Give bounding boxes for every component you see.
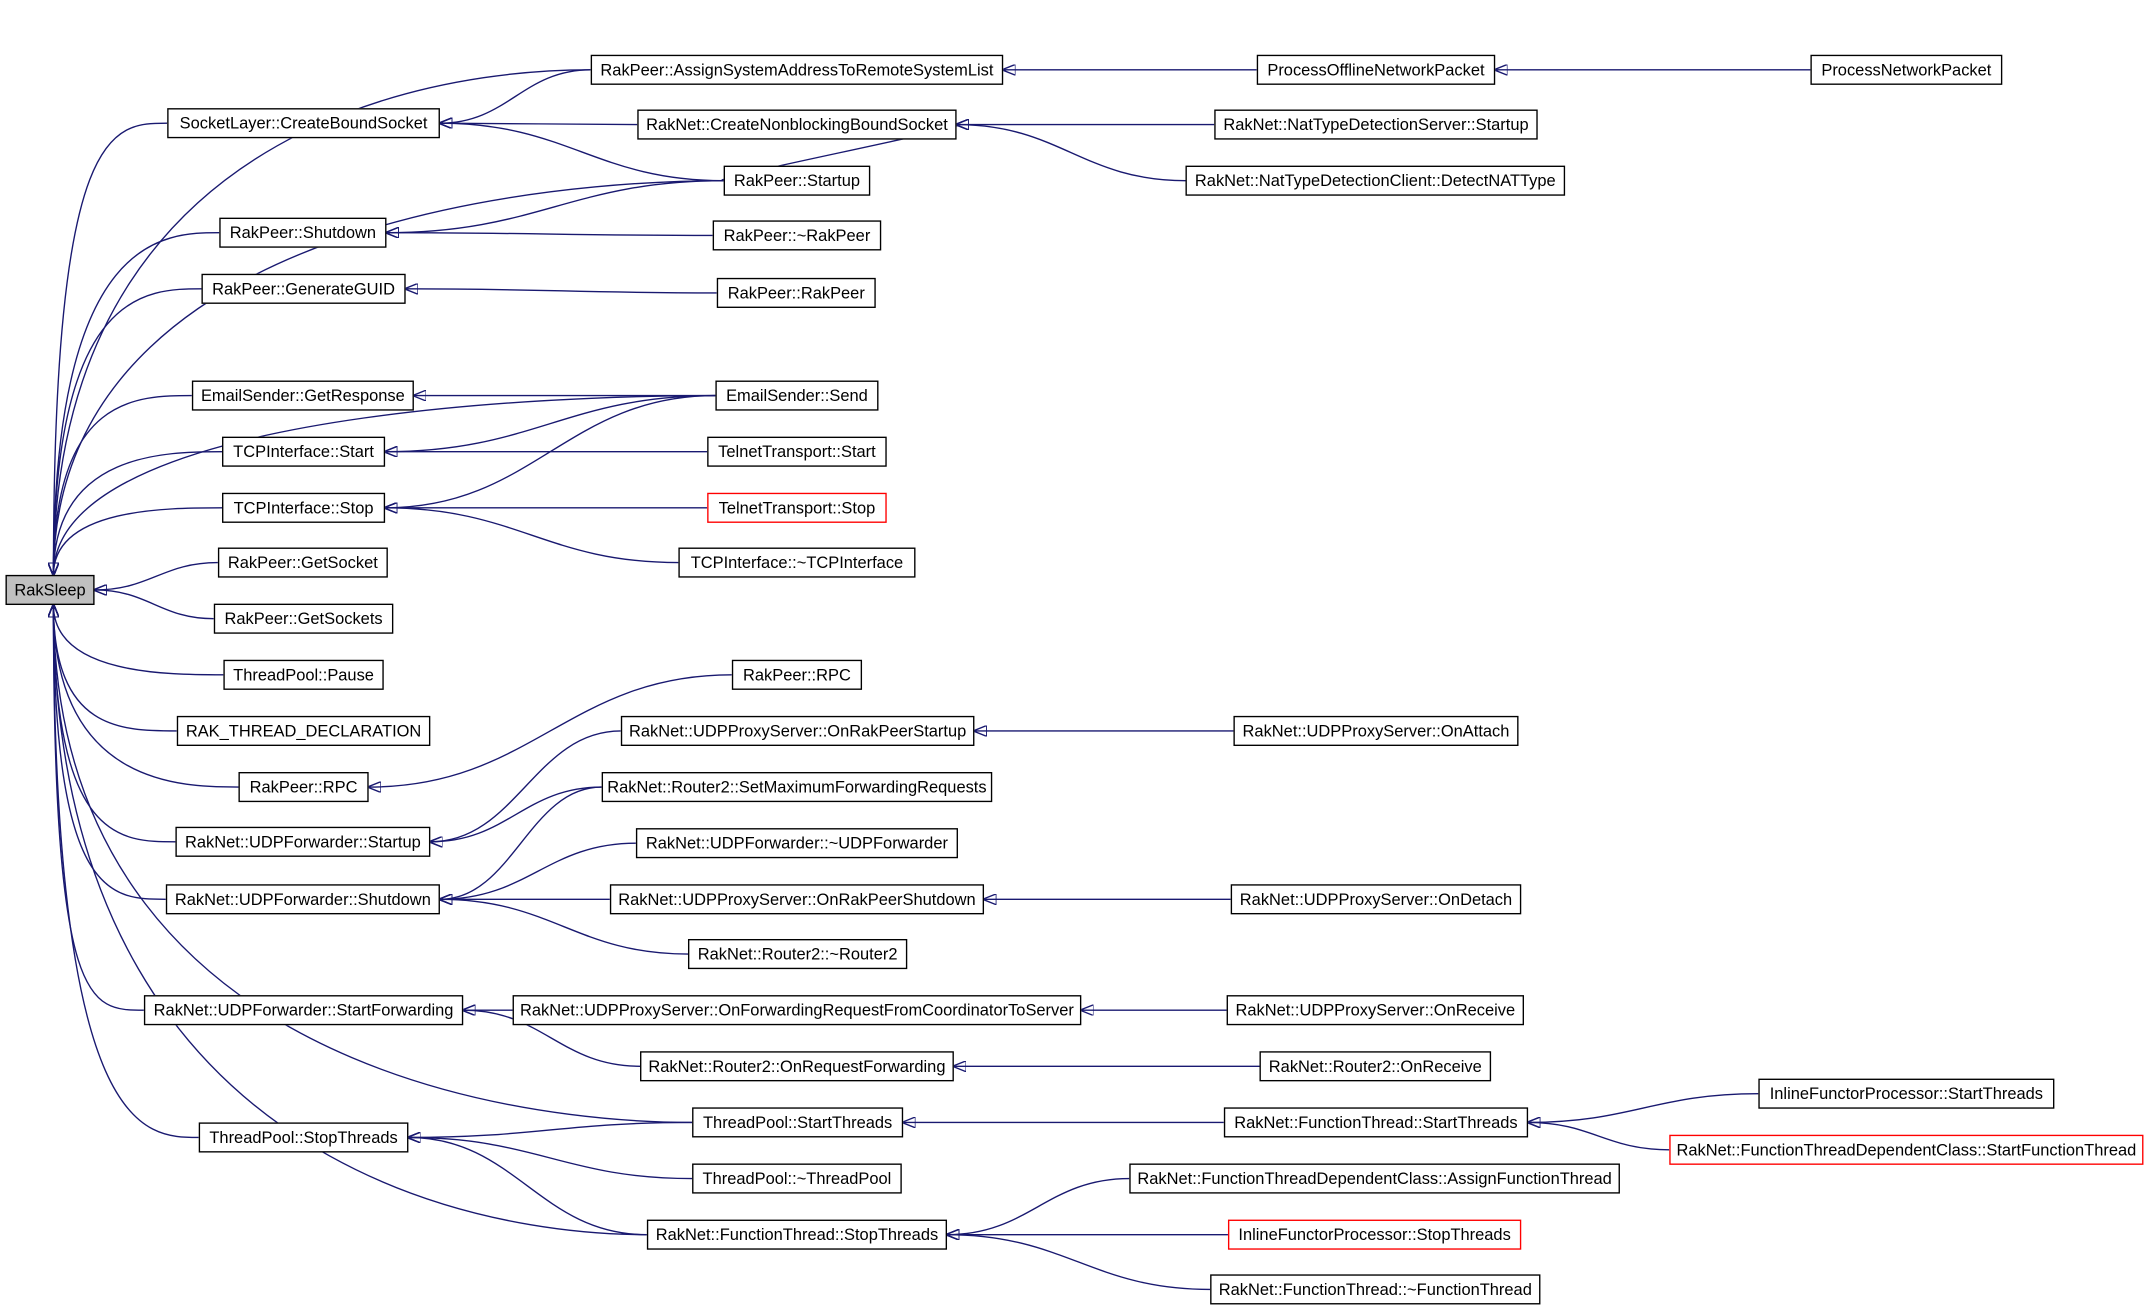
node-rakpeer-getsocket[interactable]: RakPeer::GetSocket: [217, 547, 388, 578]
call-edge: [957, 125, 1186, 182]
node-udpproxyserver-onforwardingrequest[interactable]: RakNet::UDPProxyServer::OnForwardingRequ…: [512, 995, 1082, 1026]
node-udpproxyserver-onrakpeerstartup[interactable]: RakNet::UDPProxyServer::OnRakPeerStartup: [620, 715, 975, 746]
call-edge: [53, 288, 202, 575]
call-edge: [53, 605, 177, 732]
call-edge: [53, 605, 199, 1139]
call-edge: [53, 179, 724, 575]
node-functionthreaddependentclass-assignfunctionthread[interactable]: RakNet::FunctionThreadDependentClass::As…: [1129, 1163, 1620, 1194]
node-udpforwarder-shutdown[interactable]: RakNet::UDPForwarder::Shutdown: [165, 884, 440, 915]
node-rakpeer-assignsystemaddress[interactable]: RakPeer::AssignSystemAddressToRemoteSyst…: [590, 54, 1004, 85]
node-inlinefunctorprocessor-stopthreads[interactable]: InlineFunctorProcessor::StopThreads: [1227, 1219, 1522, 1250]
call-edge: [408, 1137, 693, 1180]
node-telnettransport-start[interactable]: TelnetTransport::Start: [707, 436, 887, 467]
call-edge: [53, 605, 647, 1236]
node-udpproxyserver-onrakpeershutdown[interactable]: RakNet::UDPProxyServer::OnRakPeerShutdow…: [609, 884, 985, 915]
node-udpproxyserver-onreceive[interactable]: RakNet::UDPProxyServer::OnReceive: [1226, 995, 1524, 1026]
call-edge: [53, 507, 223, 575]
node-rakpeer-getsockets[interactable]: RakPeer::GetSockets: [213, 603, 394, 634]
node-nattypedetectionserver-startup[interactable]: RakNet::NatTypeDetectionServer::Startup: [1214, 109, 1538, 140]
node-tcpinterface-start[interactable]: TCPInterface::Start: [222, 436, 386, 467]
node-functionthread-stopthreads[interactable]: RakNet::FunctionThread::StopThreads: [646, 1219, 948, 1250]
node-createnonblockingboundsocket[interactable]: RakNet::CreateNonblockingBoundSocket: [637, 109, 957, 140]
call-edge: [430, 786, 602, 842]
node-rakpeer-generateguid[interactable]: RakPeer::GenerateGUID: [201, 273, 406, 304]
call-edge: [440, 786, 602, 899]
node-emailsender-getresponse[interactable]: EmailSender::GetResponse: [191, 380, 414, 411]
call-edge: [386, 179, 724, 233]
node-rakpeer-shutdown[interactable]: RakPeer::Shutdown: [219, 217, 387, 248]
node-threadpool-stopthreads[interactable]: ThreadPool::StopThreads: [198, 1122, 409, 1153]
call-edge: [440, 123, 638, 124]
node-udpforwarder-startforwarding[interactable]: RakNet::UDPForwarder::StartForwarding: [143, 995, 464, 1026]
call-edge: [440, 842, 636, 899]
node-nattypedetectionclient-detectnattype[interactable]: RakNet::NatTypeDetectionClient::DetectNA…: [1185, 165, 1566, 196]
node-rakpeer-destructor[interactable]: RakPeer::~RakPeer: [712, 220, 882, 251]
call-edge: [53, 605, 176, 843]
call-edge: [430, 730, 621, 842]
node-router2-destructor[interactable]: RakNet::Router2::~Router2: [687, 938, 908, 970]
node-udpproxyserver-ondetach[interactable]: RakNet::UDPProxyServer::OnDetach: [1230, 884, 1522, 915]
call-edge: [95, 561, 218, 590]
node-router2-onreceive[interactable]: RakNet::Router2::OnReceive: [1259, 1051, 1492, 1082]
node-raksleep: RakSleep: [5, 574, 95, 606]
node-inlinefunctorprocessor-startthreads[interactable]: InlineFunctorProcessor::StartThreads: [1758, 1078, 2055, 1109]
call-edge: [53, 605, 166, 900]
call-edge: [947, 1177, 1130, 1235]
call-edge: [440, 123, 724, 182]
call-edge: [53, 451, 223, 575]
node-tcpinterface-destructor[interactable]: TCPInterface::~TCPInterface: [678, 547, 916, 578]
call-edge: [53, 605, 693, 1124]
node-threadpool-pause[interactable]: ThreadPool::Pause: [223, 659, 384, 690]
node-functionthread-destructor[interactable]: RakNet::FunctionThread::~FunctionThread: [1210, 1274, 1541, 1305]
node-router2-setmaximumforwardingrequests[interactable]: RakNet::Router2::SetMaximumForwardingReq…: [601, 772, 993, 803]
call-edge: [440, 899, 688, 955]
node-udpforwarder-destructor[interactable]: RakNet::UDPForwarder::~UDPForwarder: [635, 828, 958, 859]
node-telnettransport-stop[interactable]: TelnetTransport::Stop: [707, 492, 887, 523]
call-edge: [53, 605, 239, 788]
node-udpforwarder-startup[interactable]: RakNet::UDPForwarder::Startup: [175, 826, 431, 857]
node-threadpool-startthreads[interactable]: ThreadPool::StartThreads: [692, 1107, 904, 1138]
call-edge: [408, 1121, 693, 1137]
node-processofflinenetworkpacket[interactable]: ProcessOfflineNetworkPacket: [1256, 54, 1496, 85]
call-edge: [385, 394, 716, 452]
node-processnetworkpacket[interactable]: ProcessNetworkPacket: [1810, 54, 2003, 85]
call-edge: [385, 508, 679, 564]
node-functionthread-startthreads[interactable]: RakNet::FunctionThread::StartThreads: [1223, 1107, 1529, 1138]
call-edge: [385, 394, 716, 508]
call-edge: [1528, 1092, 1759, 1123]
node-socketlayer-createboundsocket[interactable]: SocketLayer::CreateBoundSocket: [167, 108, 440, 139]
call-edge: [53, 605, 224, 676]
node-rak-thread-declaration[interactable]: RAK_THREAD_DECLARATION: [176, 715, 431, 746]
call-edge: [440, 69, 591, 123]
call-edge: [53, 122, 168, 575]
node-udpproxyserver-onattach[interactable]: RakNet::UDPProxyServer::OnAttach: [1233, 715, 1519, 746]
node-rakpeer-rpc[interactable]: RakPeer::RPC: [731, 659, 863, 690]
node-functionthreaddependentclass-startfunctionthread[interactable]: RakNet::FunctionThreadDependentClass::St…: [1669, 1134, 2144, 1165]
node-tcpinterface-stop[interactable]: TCPInterface::Stop: [222, 492, 386, 523]
call-edge: [463, 1010, 641, 1067]
call-edge: [1528, 1122, 1670, 1151]
node-router2-onrequestforwarding[interactable]: RakNet::Router2::OnRequestForwarding: [640, 1051, 954, 1082]
node-rakpeer-constructor[interactable]: RakPeer::RakPeer: [716, 277, 876, 308]
node-rakpeer-startup[interactable]: RakPeer::Startup: [723, 165, 871, 196]
call-edge: [53, 605, 144, 1011]
call-edge: [95, 590, 214, 620]
node-emailsender-send[interactable]: EmailSender::Send: [715, 380, 879, 411]
call-edge: [406, 289, 717, 293]
call-edge: [408, 1137, 647, 1236]
node-rakpeer-rpc-caller[interactable]: RakPeer::RPC: [238, 772, 369, 803]
node-threadpool-destructor[interactable]: ThreadPool::~ThreadPool: [692, 1163, 902, 1194]
call-edge: [947, 1235, 1211, 1291]
call-edge: [369, 674, 732, 787]
call-edge: [386, 233, 713, 236]
call-edge: [53, 394, 192, 575]
call-edge: [53, 232, 220, 575]
